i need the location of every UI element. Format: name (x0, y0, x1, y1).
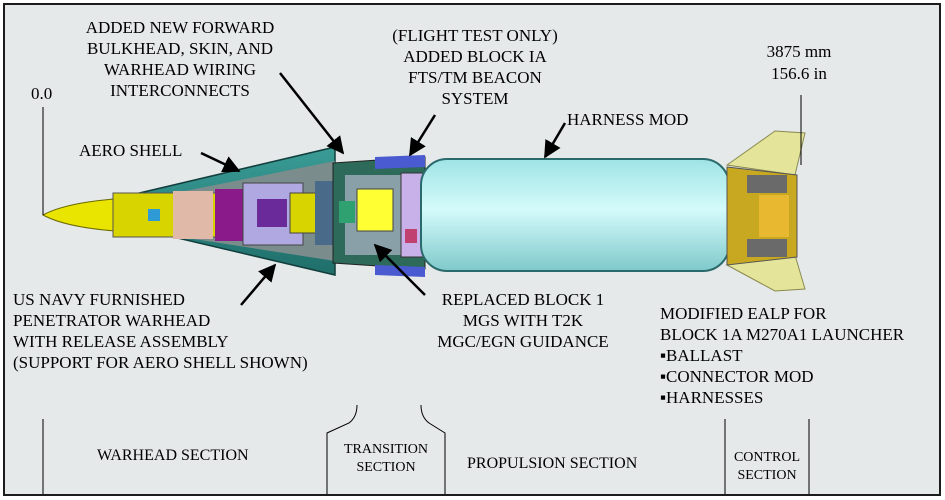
ealp-label: MODIFIED EALP FOR BLOCK 1A M270A1 LAUNCH… (660, 304, 905, 407)
forward-bulkhead-label: ADDED NEW FORWARD BULKHEAD, SKIN, AND WA… (85, 18, 275, 100)
origin-label: 0.0 (31, 84, 53, 103)
nose-tip (41, 198, 116, 232)
rocket-motor (420, 158, 730, 272)
warhead-section-label: WARHEAD SECTION (97, 447, 249, 464)
aero-shell-label: AERO SHELL (79, 141, 183, 160)
navy-warhead-label: US NAVY FURNISHED PENETRATOR WARHEAD WIT… (13, 290, 308, 372)
missile-illustration (41, 72, 810, 494)
ealp-item: ▪HARNESSES (660, 388, 764, 407)
control-section-label: CONTROL SECTION (733, 450, 801, 483)
diagram-frame: ADDED NEW FORWARD BULKHEAD, SKIN, AND WA… (3, 3, 941, 496)
propulsion-section-label: PROPULSION SECTION (467, 455, 638, 472)
ealp-item: ▪BALLAST (660, 346, 743, 365)
transition-section-label: TRANSITION SECTION (344, 442, 428, 475)
overall-length-label: 3875 mm 156.6 in (766, 42, 832, 83)
guidance-label: REPLACED BLOCK 1 MGS WITH T2K MGC/EGN GU… (437, 290, 609, 351)
harness-mod-label: HARNESS MOD (567, 110, 689, 129)
ealp-item: ▪CONNECTOR MOD (660, 367, 814, 386)
control-fin-upper (725, 130, 806, 176)
flight-test-label: (FLIGHT TEST ONLY) ADDED BLOCK IA FTS/TM… (392, 26, 558, 108)
